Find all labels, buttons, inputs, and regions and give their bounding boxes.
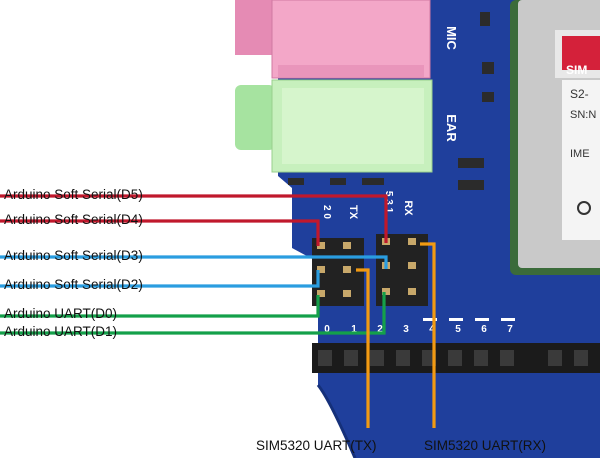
sim-module-dot [577, 201, 591, 215]
wire-sim-tx [356, 268, 370, 428]
label-soft-serial-d3: Arduino Soft Serial(D3) [4, 248, 143, 263]
rx-pin-numbers: 5 3 1 [383, 191, 394, 214]
pin-number: 0 [324, 324, 330, 335]
wire-d2 [0, 270, 320, 288]
pin-number: 6 [481, 324, 487, 335]
pin-number: 7 [507, 324, 513, 335]
label-soft-serial-d5: Arduino Soft Serial(D5) [4, 187, 143, 202]
wire-d0 [0, 295, 320, 318]
sim-module [510, 0, 600, 275]
smd-part [288, 178, 304, 185]
wire-d4 [0, 219, 320, 246]
wire-d3 [0, 255, 388, 269]
ear-jack [235, 79, 433, 173]
arduino-header-sockets [318, 350, 588, 366]
tx-label: TX [347, 205, 359, 220]
label-soft-serial-d2: Arduino Soft Serial(D2) [4, 277, 143, 292]
label-uart-d0: Arduino UART(D0) [4, 306, 118, 321]
rx-label: RX [402, 200, 414, 216]
tx-header-pins [317, 242, 351, 297]
smd-part [482, 62, 494, 74]
pin-number: 2 [377, 324, 383, 335]
pin-number: 5 [455, 324, 461, 335]
smd-part [362, 178, 384, 185]
smd-part [458, 180, 484, 190]
wire-sim-rx [420, 242, 436, 428]
wire-d5 [0, 194, 388, 243]
pin-tick-marks [423, 318, 515, 321]
mic-label: MIC [444, 26, 459, 50]
smd-part [458, 158, 484, 168]
sim-module-serial: SN:N [570, 109, 596, 121]
ear-label: EAR [444, 114, 459, 142]
label-sim5320-tx: SIM5320 UART(TX) [256, 438, 377, 453]
label-sim5320-rx: SIM5320 UART(RX) [424, 438, 547, 453]
label-uart-d1: Arduino UART(D1) [4, 324, 118, 339]
smd-part [482, 92, 494, 102]
wire-d1 [0, 292, 386, 335]
tx-pin-numbers: 2 0 [321, 205, 332, 219]
pin-number: 3 [403, 324, 409, 335]
sim-module-logo: SIM [566, 63, 587, 77]
smd-part [480, 12, 490, 26]
sim-module-imei: IME [570, 148, 590, 160]
label-soft-serial-d4: Arduino Soft Serial(D4) [4, 212, 143, 227]
pcb-edge-shadow [316, 384, 357, 458]
mic-jack [235, 0, 431, 79]
smd-part [330, 178, 346, 185]
pin-number: 4 [429, 324, 435, 335]
pin-number: 1 [351, 324, 357, 335]
sim-module-model: S2- [570, 87, 589, 101]
digital-pin-numbers: 0 1 2 3 4 5 6 7 [324, 324, 513, 335]
